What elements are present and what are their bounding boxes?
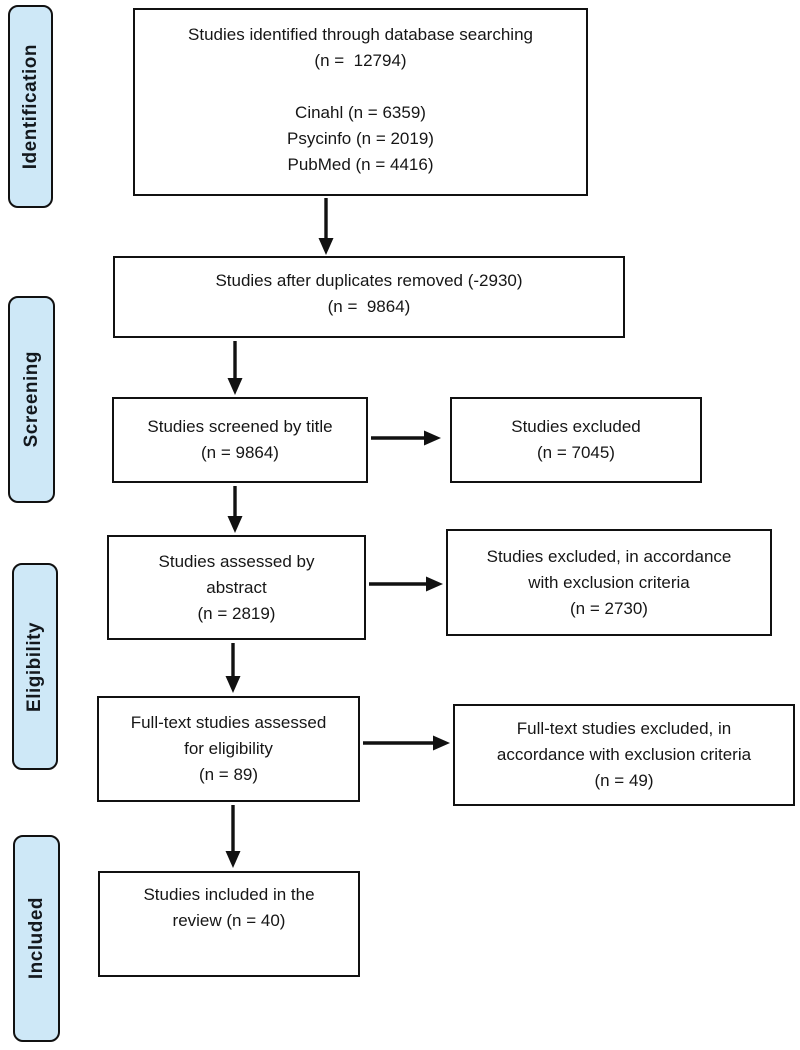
stage-label-identification: Identification: [8, 5, 53, 208]
box-studies-identified: Studies identified through database sear…: [133, 8, 588, 196]
box-fulltext-assessed: Full-text studies assessed for eligibili…: [97, 696, 360, 802]
arrow-screened-to-excluded: [371, 430, 441, 446]
stage-label-screening: Screening: [8, 296, 55, 503]
box-fulltext-excluded: Full-text studies excluded, in accordanc…: [453, 704, 795, 806]
arrow-abstract-to-fulltext: [225, 643, 241, 693]
arrow-identified-to-dedup: [318, 198, 334, 255]
stage-label-eligibility: Eligibility: [12, 563, 58, 770]
stage-label-text: Identification: [19, 43, 41, 170]
stage-label-text: Screening: [20, 351, 42, 448]
arrow-dedup-to-screened: [227, 341, 243, 395]
box-included-in-review: Studies included in the review (n = 40): [98, 871, 360, 977]
box-duplicates-removed: Studies after duplicates removed (-2930)…: [113, 256, 625, 338]
arrow-fulltext-to-excluded: [363, 735, 450, 751]
arrow-fulltext-to-included: [225, 805, 241, 868]
stage-label-text: Eligibility: [24, 621, 45, 712]
arrow-screened-to-abstract: [227, 486, 243, 533]
box-screened-by-title: Studies screened by title (n = 9864): [112, 397, 368, 483]
box-assessed-by-abstract: Studies assessed by abstract (n = 2819): [107, 535, 366, 640]
box-excluded-by-title: Studies excluded (n = 7045): [450, 397, 702, 483]
stage-label-included: Included: [13, 835, 60, 1042]
arrow-abstract-to-excluded: [369, 576, 443, 592]
stage-label-text: Included: [25, 897, 47, 980]
box-excluded-by-abstract: Studies excluded, in accordance with exc…: [446, 529, 772, 636]
